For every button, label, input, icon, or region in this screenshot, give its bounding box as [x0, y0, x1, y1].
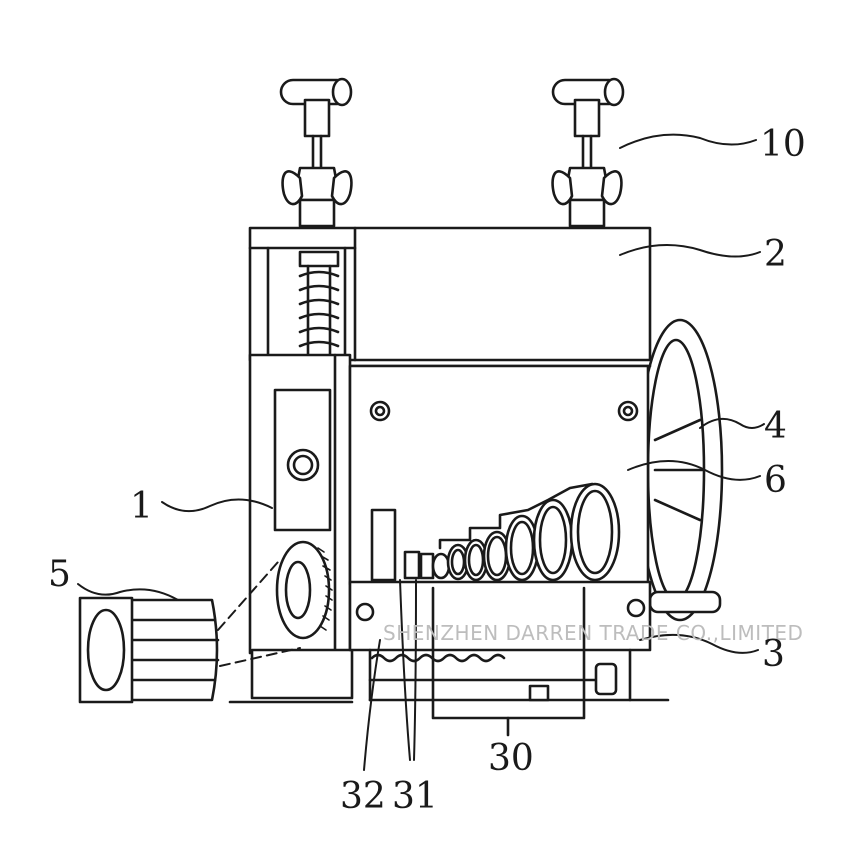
- callout-6: 6: [764, 460, 787, 501]
- left-handle: [279, 77, 353, 228]
- callout-1: 1: [130, 486, 153, 527]
- callout-10: 10: [760, 124, 806, 165]
- cutting-holes: [370, 482, 621, 582]
- callout-5: 5: [48, 554, 71, 595]
- drive-gear: [275, 540, 333, 640]
- motor: [78, 561, 301, 704]
- callout-32: 32: [340, 776, 386, 817]
- callout-31: 31: [392, 776, 438, 817]
- top-housing: [248, 226, 652, 368]
- callout-2: 2: [764, 234, 787, 275]
- callout-3: 3: [762, 634, 785, 675]
- left-frame: [228, 353, 354, 704]
- callout-4: 4: [764, 406, 787, 447]
- right-handle: [551, 77, 625, 228]
- watermark-text: SHENZHEN DARREN TRADE CO.,LIMITED: [383, 621, 803, 645]
- callout-30: 30: [488, 738, 534, 779]
- bracket-30: [431, 586, 586, 737]
- leader-lines: [77, 133, 765, 771]
